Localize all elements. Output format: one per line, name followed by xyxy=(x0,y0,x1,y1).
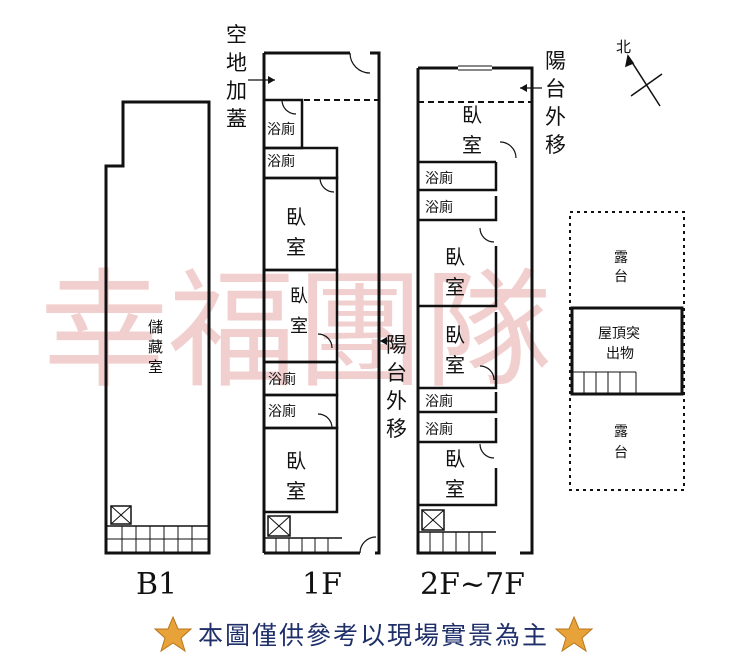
f1-bath-3-label: 浴廁 xyxy=(268,371,296,388)
svg-text:台: 台 xyxy=(614,269,628,285)
terrace-char: 露 xyxy=(614,424,628,440)
svg-text:台: 台 xyxy=(545,77,566,101)
balcony_move_1f-char: 移 xyxy=(386,417,407,441)
svg-text:儲: 儲 xyxy=(148,318,163,336)
roof-plan xyxy=(569,211,685,491)
floor-label-1f: 1F xyxy=(302,567,342,602)
annex_note-char: 地 xyxy=(226,51,247,75)
svg-text:移: 移 xyxy=(545,133,566,157)
balcony_move_2f-char: 外 xyxy=(545,105,566,129)
star-icon-left xyxy=(153,615,193,653)
svg-text:露: 露 xyxy=(614,424,628,440)
watermark-text: 幸福團隊 xyxy=(40,257,552,406)
bedroom-char: 臥 xyxy=(462,103,482,127)
balcony_move_2f-char: 移 xyxy=(545,133,566,157)
star-icon-right xyxy=(554,615,594,653)
rooftop_structure-part: 出物 xyxy=(606,346,634,362)
bedroom-char: 室 xyxy=(445,275,465,299)
terrace-char: 露 xyxy=(614,250,628,266)
b1-plan xyxy=(104,100,211,555)
bedroom-char: 臥 xyxy=(445,245,465,269)
svg-text:陽: 陽 xyxy=(545,49,566,73)
north-arrow-icon xyxy=(624,54,663,107)
svg-text:室: 室 xyxy=(290,316,308,337)
b1-stairs xyxy=(106,526,209,553)
svg-text:臥: 臥 xyxy=(286,449,306,473)
annex_note-char: 加 xyxy=(226,79,247,103)
b1-elevator-box xyxy=(110,505,132,525)
svg-text:蓋: 蓋 xyxy=(226,107,247,131)
storage-char: 儲 xyxy=(148,318,163,336)
balcony_move_1f-char: 陽 xyxy=(386,333,407,357)
svg-text:台: 台 xyxy=(386,361,407,385)
labels: 空 地 加 蓋 陽 台 外 移 陽 台 外 移 北 儲 藏 室 浴廁 浴廁 臥 … xyxy=(148,23,640,503)
floor-label-2f: 2F~7F xyxy=(420,567,525,602)
disclaimer-text: 本圖僅供參考以現場實景為主 xyxy=(197,621,549,650)
storage-char: 藏 xyxy=(148,338,163,356)
bedroom-char: 室 xyxy=(286,479,306,503)
svg-text:地: 地 xyxy=(226,51,247,75)
svg-text:陽: 陽 xyxy=(386,333,407,357)
annex_note-char: 空 xyxy=(226,23,247,47)
balcony_move_2f-char: 台 xyxy=(545,77,566,101)
terrace-char: 台 xyxy=(614,269,628,285)
svg-text:外: 外 xyxy=(386,389,407,413)
svg-text:屋頂突: 屋頂突 xyxy=(598,326,640,342)
svg-text:外: 外 xyxy=(545,105,566,129)
f2-plan xyxy=(416,65,542,555)
svg-text:加: 加 xyxy=(226,79,247,103)
svg-text:室: 室 xyxy=(445,353,465,377)
svg-text:室: 室 xyxy=(445,477,465,501)
balcony_move_1f-char: 台 xyxy=(386,361,407,385)
f1-bath-4-label: 浴廁 xyxy=(268,403,296,420)
north-label: 北 xyxy=(616,38,631,56)
bedroom-char: 臥 xyxy=(290,286,308,307)
svg-text:藏: 藏 xyxy=(148,338,163,356)
bedroom-char: 臥 xyxy=(445,323,465,347)
svg-text:露: 露 xyxy=(614,250,628,266)
svg-text:室: 室 xyxy=(462,133,482,157)
annex-label-1: 空 xyxy=(226,23,247,47)
bedroom-char: 室 xyxy=(286,235,306,259)
terrace-char: 台 xyxy=(614,445,628,461)
bedroom-char: 臥 xyxy=(445,447,465,471)
f2-bath-1-label: 浴廁 xyxy=(425,170,453,187)
bedroom-char: 室 xyxy=(462,133,482,157)
storage-char: 室 xyxy=(148,358,163,376)
f1-bath-2-label: 浴廁 xyxy=(267,153,295,170)
rooftop_structure-part: 屋頂突 xyxy=(598,326,640,342)
svg-text:出物: 出物 xyxy=(606,346,634,362)
b1-outline xyxy=(104,100,211,555)
svg-text:室: 室 xyxy=(286,479,306,503)
bedroom-char: 室 xyxy=(290,316,308,337)
bedroom-char: 室 xyxy=(445,353,465,377)
annex_note-char: 蓋 xyxy=(226,107,247,131)
floor-label-b1: B1 xyxy=(136,567,177,602)
disclaimer-bar: 本圖僅供參考以現場實景為主 xyxy=(0,615,747,655)
f1-bath-1-label: 浴廁 xyxy=(267,121,295,138)
svg-text:室: 室 xyxy=(286,235,306,259)
svg-text:臥: 臥 xyxy=(445,447,465,471)
bedroom-char: 臥 xyxy=(286,449,306,473)
balcony_move_2f-char: 陽 xyxy=(545,49,566,73)
svg-text:移: 移 xyxy=(386,417,407,441)
f2-bath-2-label: 浴廁 xyxy=(425,199,453,216)
svg-text:臥: 臥 xyxy=(462,103,482,127)
svg-text:臥: 臥 xyxy=(290,286,308,307)
svg-text:臥: 臥 xyxy=(286,205,306,229)
svg-text:台: 台 xyxy=(614,445,628,461)
svg-text:室: 室 xyxy=(148,358,163,376)
svg-text:臥: 臥 xyxy=(445,245,465,269)
f2-bath-4-label: 浴廁 xyxy=(425,421,453,438)
svg-text:室: 室 xyxy=(445,275,465,299)
f1-plan xyxy=(248,51,394,555)
roof-outline-dotted xyxy=(569,211,685,491)
rooftop-structure-box xyxy=(570,306,684,396)
svg-text:臥: 臥 xyxy=(445,323,465,347)
f2-bath-3-label: 浴廁 xyxy=(425,393,453,410)
balcony_move_1f-char: 外 xyxy=(386,389,407,413)
bedroom-char: 臥 xyxy=(286,205,306,229)
bedroom-char: 室 xyxy=(445,477,465,501)
